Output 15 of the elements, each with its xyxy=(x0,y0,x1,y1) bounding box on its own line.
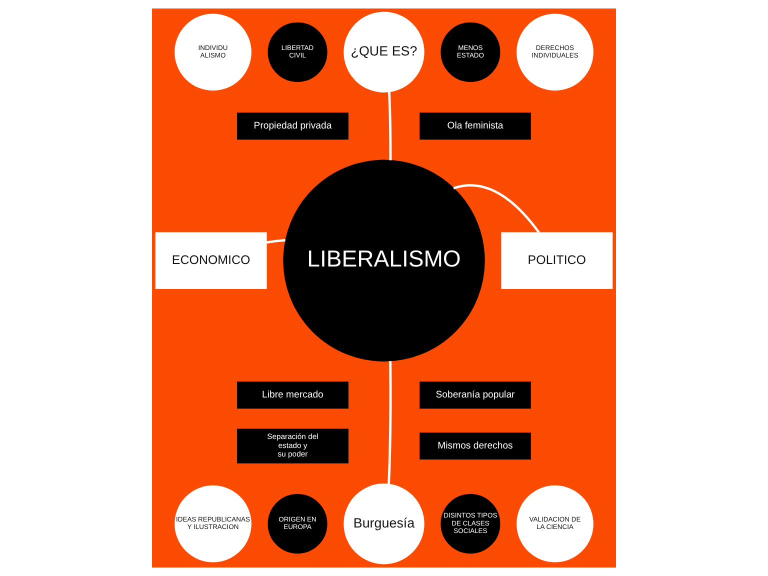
node-box: Mismos derechos xyxy=(420,432,531,460)
node-box: POLITICO xyxy=(501,232,613,289)
connector xyxy=(388,92,392,160)
node-box: Libre mercado xyxy=(237,382,348,409)
node-circle: LIBERALISMO xyxy=(283,160,485,362)
node-box: ECONOMICO xyxy=(155,232,267,289)
node-box: Separación del estado y su poder xyxy=(237,428,348,464)
node-box: Ola feminista xyxy=(420,112,531,140)
connector xyxy=(266,238,286,244)
node-box: Soberanía popular xyxy=(420,382,531,409)
node-circle: Burguesía xyxy=(344,484,424,564)
node-circle: ¿QUE ES? xyxy=(344,12,424,92)
connector xyxy=(388,361,392,484)
connector xyxy=(453,184,540,234)
node-box: Propiedad privada xyxy=(237,112,348,140)
